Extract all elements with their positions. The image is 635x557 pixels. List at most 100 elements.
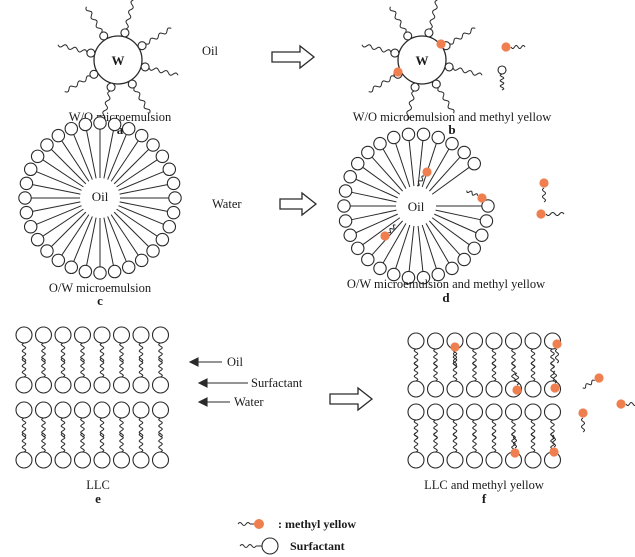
surfactant-molecule	[40, 138, 87, 185]
surfactant-tail	[355, 178, 398, 199]
surfactant-molecule	[116, 208, 170, 247]
surfactant-tail	[550, 361, 555, 382]
surfactant-molecule	[15, 357, 33, 394]
surfactant-head	[361, 145, 375, 160]
surfactant-tail	[80, 432, 85, 453]
surfactant-molecule	[93, 218, 107, 280]
panel-e-caption: LLC	[86, 478, 110, 492]
surfactant-tail	[102, 90, 111, 121]
surfactant-head	[504, 332, 523, 350]
surfactant-head	[151, 451, 170, 469]
surfactant-molecule	[15, 432, 33, 469]
methyl-yellow-tail	[510, 45, 526, 49]
panel-c-letter: c	[97, 293, 103, 308]
surfactant-tail	[99, 417, 105, 438]
surfactant-tail	[138, 432, 144, 453]
surfactant-molecule	[102, 82, 116, 121]
methyl-yellow-tail	[453, 351, 457, 367]
surfactant-molecule	[524, 432, 542, 469]
surfactant-molecule	[524, 361, 542, 398]
methyl-yellow-molecule	[393, 67, 403, 77]
surfactant-molecule	[485, 361, 503, 398]
surfactant-molecule	[112, 326, 131, 363]
methyl-yellow-tail	[625, 402, 635, 406]
surfactant-head	[121, 121, 136, 136]
surfactant-head	[407, 332, 425, 350]
surfactant-head	[162, 162, 177, 177]
surfactant-head	[485, 380, 503, 398]
surfactant-head	[403, 31, 413, 41]
methyl-yellow-molecule	[512, 372, 522, 395]
surfactant-molecule	[351, 156, 401, 195]
panel-a-wo-microemulsion: W Oil W/O microemulsion a	[57, 0, 219, 137]
surfactant-molecule	[54, 432, 72, 469]
panel-f-caption: LLC and methyl yellow	[424, 478, 544, 492]
surfactant-head	[112, 451, 131, 469]
panel-e-llc: Oil Surfactant Water LLC e	[15, 326, 303, 506]
surfactant-tail	[116, 208, 158, 237]
surfactant-head	[373, 136, 387, 151]
surfactant-molecule	[485, 432, 503, 469]
methyl-yellow-molecule	[549, 434, 559, 457]
surfactant-head	[338, 184, 353, 198]
surfactant-head	[343, 228, 357, 243]
surfactant-tail	[158, 357, 163, 378]
methyl-yellow-molecule	[582, 373, 604, 389]
surfactant-molecule	[424, 0, 438, 38]
surfactant-molecule	[425, 136, 459, 189]
surfactant-tail	[530, 361, 536, 382]
right-arrow-icon	[271, 44, 316, 70]
surfactant-tail	[21, 417, 27, 438]
surfactant-molecule	[426, 361, 445, 398]
water-phase-label: Water	[212, 197, 242, 211]
surfactant-head	[107, 264, 122, 279]
surfactant-molecule	[127, 79, 151, 114]
surfactant-molecule	[387, 130, 411, 188]
methyl-yellow-dot	[594, 373, 604, 383]
surfactant-head	[416, 270, 431, 285]
surfactant-tail	[472, 432, 477, 453]
methyl-yellow-molecule	[510, 435, 520, 458]
surfactant-tail	[99, 357, 105, 378]
surfactant-tail	[86, 130, 97, 179]
surfactant-molecule	[441, 27, 476, 51]
surfactant-head	[446, 451, 464, 469]
methyl-yellow-dot	[549, 447, 559, 457]
surfactant-head	[15, 376, 33, 394]
surfactant-head	[351, 241, 365, 256]
surfactant-tail	[86, 217, 97, 266]
surfactant-tail	[433, 361, 438, 382]
surfactant-head	[140, 62, 150, 72]
surfactant-molecule	[85, 6, 109, 41]
panel-b-caption: W/O microemulsion and methyl yellow	[353, 110, 552, 124]
surfactant-head	[445, 261, 459, 276]
panel-f-llc-methyl-yellow: LLC and methyl yellow f	[407, 332, 635, 506]
surfactant-molecule	[337, 199, 396, 213]
surfactant-head	[524, 332, 542, 350]
surfactant-tail	[408, 225, 415, 272]
surfactant-molecule	[93, 432, 111, 469]
surfactant-molecule	[406, 82, 420, 121]
surfactant-tail	[41, 342, 46, 363]
surfactant-molecule	[401, 127, 416, 187]
surfactant-molecule	[113, 211, 160, 258]
surfactant-tail	[421, 224, 437, 269]
surfactant-tail	[437, 87, 455, 114]
surfactant-molecule	[429, 145, 471, 192]
surfactant-tail	[431, 217, 470, 246]
surfactant-molecule	[34, 432, 53, 469]
surfactant-head	[151, 376, 170, 394]
surfactant-head	[89, 69, 99, 79]
surfactant-molecule	[446, 403, 464, 440]
surfactant-head	[93, 376, 111, 394]
surfactant-tail	[118, 171, 164, 191]
surfactant-molecule	[132, 432, 150, 469]
surfactant-head	[524, 403, 542, 421]
surfactant-tail	[36, 171, 82, 191]
surfactant-head	[73, 326, 92, 344]
surfactant-molecule	[465, 403, 484, 440]
methyl-yellow-dot	[539, 178, 549, 188]
methyl-yellow-dot	[436, 39, 446, 49]
surfactant-head	[93, 401, 111, 419]
surfactant-molecule	[351, 217, 401, 256]
